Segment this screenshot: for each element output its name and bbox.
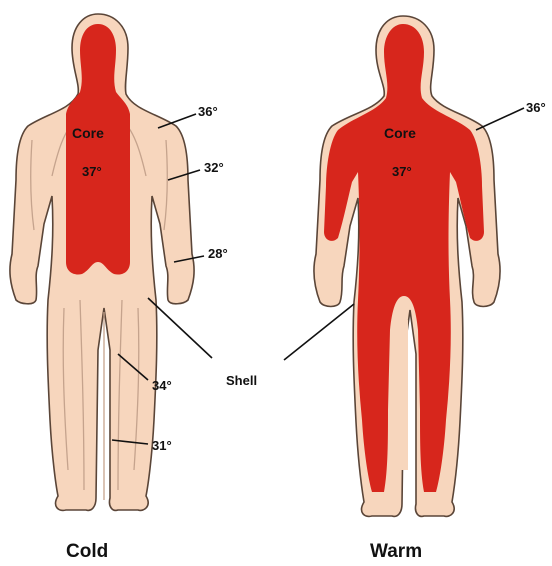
cold-annotation-28: 28° bbox=[208, 246, 228, 261]
cold-core-temp: 37° bbox=[82, 164, 102, 179]
cold-annotation-34: 34° bbox=[152, 378, 172, 393]
cold-annotation-31: 31° bbox=[152, 438, 172, 453]
warm-caption: Warm bbox=[370, 541, 422, 562]
warm-leader-36 bbox=[476, 108, 524, 130]
shell-label: Shell bbox=[226, 373, 257, 388]
warm-core-label: Core bbox=[384, 125, 416, 141]
warm-figure: Core 37° 36° Warm bbox=[314, 16, 546, 562]
shell-leader-cold bbox=[148, 298, 212, 358]
shell-leader-warm bbox=[284, 304, 354, 360]
cold-figure: Core 37° 36° 32° 28° 34° 31° Cold bbox=[10, 14, 228, 562]
cold-caption: Cold bbox=[66, 541, 108, 562]
shell-callout: Shell bbox=[148, 298, 354, 388]
warm-annotation-36: 36° bbox=[526, 100, 546, 115]
cold-annotation-32: 32° bbox=[204, 160, 224, 175]
warm-leg-gap bbox=[400, 320, 408, 470]
cold-annotation-36: 36° bbox=[198, 104, 218, 119]
cold-core-label: Core bbox=[72, 125, 104, 141]
warm-core-temp: 37° bbox=[392, 164, 412, 179]
